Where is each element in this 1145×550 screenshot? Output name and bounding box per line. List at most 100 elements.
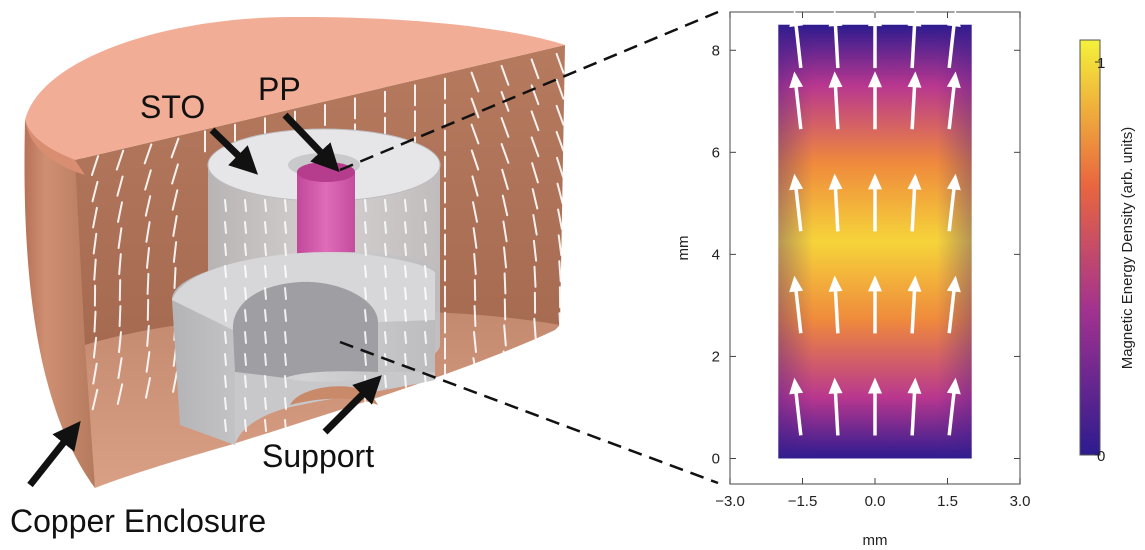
field-dash — [424, 287, 427, 300]
support-ring-inner-cut — [232, 281, 378, 378]
field-dash — [145, 221, 151, 243]
field-dash — [424, 331, 427, 344]
x-tick-label: 0.0 — [865, 493, 886, 510]
field-dash — [556, 182, 564, 204]
x-axis-label: mm — [863, 532, 888, 549]
field-dash — [224, 397, 227, 410]
field-dash — [284, 375, 287, 388]
field-dash — [424, 353, 427, 366]
field-dash — [530, 110, 540, 132]
x-tick-label: 3.0 — [1010, 493, 1031, 510]
field-dash — [502, 350, 508, 373]
field-arrow — [868, 173, 882, 232]
y-axis-label: mm — [675, 236, 692, 261]
field-dash — [500, 117, 510, 138]
field-dash — [364, 243, 367, 256]
field-dash — [92, 232, 98, 255]
field-dash — [284, 331, 287, 344]
field-arrow — [907, 10, 922, 69]
field-dash — [284, 309, 287, 322]
field-arrow — [946, 10, 961, 69]
field-dash — [244, 309, 247, 322]
field-dash — [384, 419, 387, 432]
field-dash — [264, 419, 267, 432]
field-dash — [384, 309, 387, 322]
field-dash — [404, 331, 407, 344]
y-tick-label: 4 — [712, 246, 720, 263]
field-arrow — [946, 71, 961, 130]
field-dash — [284, 353, 287, 366]
field-dash — [404, 243, 407, 256]
field-dash — [144, 169, 152, 191]
field-dash — [364, 309, 367, 322]
field-dash — [470, 71, 480, 93]
field-dash — [264, 331, 267, 344]
field-dash — [145, 351, 151, 373]
field-arrow — [907, 71, 922, 130]
field-dash — [364, 353, 367, 366]
field-dash — [284, 221, 287, 234]
field-dash — [384, 331, 387, 344]
y-tick-label: 8 — [712, 42, 720, 59]
field-dash — [501, 168, 509, 190]
field-dash — [170, 137, 180, 159]
field-dash — [284, 287, 287, 300]
field-arrow — [868, 275, 882, 334]
x-tick-label: −1.5 — [788, 493, 818, 510]
field-dash — [91, 180, 99, 203]
field-dash — [384, 243, 387, 256]
colorbar-gradient — [1079, 39, 1101, 456]
colorbar-title: Magnetic Energy Density (arb. units) — [1119, 127, 1136, 370]
field-dash — [224, 309, 227, 322]
field-dash — [473, 305, 477, 327]
field-dash — [384, 287, 387, 300]
field-dash — [501, 194, 509, 217]
field-dash — [404, 199, 407, 212]
support-ring-top — [172, 252, 436, 330]
field-dash — [530, 136, 540, 158]
field-dash — [424, 199, 427, 212]
field-dash — [91, 388, 99, 411]
field-dash — [384, 199, 387, 212]
field-dash — [470, 97, 480, 119]
field-arrow — [828, 71, 843, 130]
pp-rod-top — [297, 162, 355, 182]
field-dash — [424, 265, 427, 278]
field-dash — [558, 260, 562, 283]
field-dash — [264, 353, 267, 366]
field-dash — [472, 357, 478, 379]
field-dash — [146, 247, 150, 269]
field-dash — [264, 375, 267, 388]
field-arrow — [868, 71, 882, 130]
pp-label: PP — [258, 71, 301, 107]
support-cut-face — [235, 372, 435, 445]
field-dash — [404, 397, 407, 410]
field-arrow — [946, 275, 961, 334]
field-dash — [532, 239, 538, 262]
field-dash — [244, 287, 247, 300]
field-line-dashes — [90, 52, 565, 411]
field-dash — [118, 305, 122, 328]
field-dash — [364, 287, 367, 300]
field-dash — [532, 370, 538, 392]
field-dash — [404, 287, 407, 300]
field-dash — [404, 265, 407, 278]
field-dash — [364, 221, 367, 234]
field-dash — [503, 324, 507, 347]
field-dash — [115, 149, 125, 171]
field-dash — [384, 397, 387, 410]
field-dash — [117, 357, 123, 379]
field-dash — [555, 52, 565, 74]
field-dash — [244, 221, 247, 234]
field-dash — [244, 353, 247, 366]
field-dash — [473, 331, 477, 353]
field-dash — [264, 199, 267, 212]
field-dash — [555, 78, 565, 100]
field-dash — [244, 419, 247, 432]
colorbar-min-label: 0 — [1097, 448, 1105, 465]
field-dash — [144, 195, 152, 217]
field-dash — [264, 287, 267, 300]
field-dash — [172, 241, 178, 263]
field-dash — [224, 265, 227, 278]
field-arrow — [946, 377, 961, 436]
